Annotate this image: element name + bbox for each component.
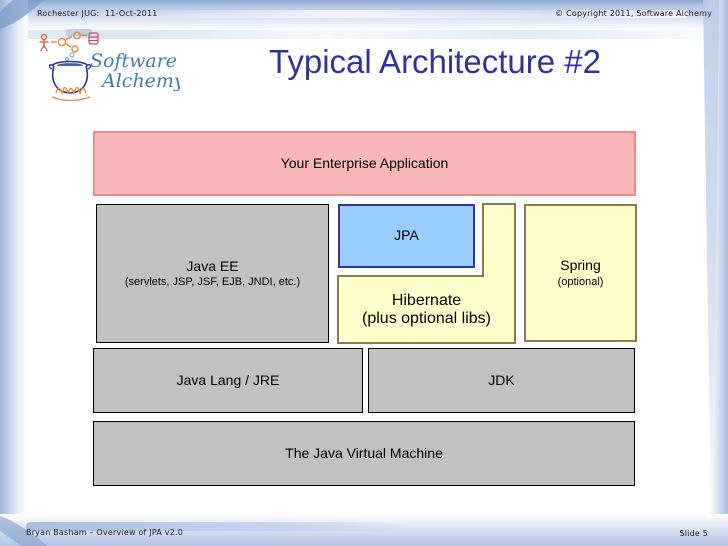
logo-cauldron-icon: [48, 60, 92, 102]
logo-stickfigure-icon: [39, 33, 49, 52]
header-event-date-text: Rochester JUG: 11-Oct-2011: [37, 9, 158, 18]
java-ee-box: Java EE (servlets, JSP, JSF, EJB, JNDI, …: [96, 204, 329, 343]
jpa-box: JPA: [338, 204, 475, 268]
spring-label: Spring: [560, 257, 601, 274]
hibernate-box-outline: [337, 203, 516, 344]
jpa-label: JPA: [394, 227, 419, 244]
hibernate-sublabel: (plus optional libs): [362, 309, 491, 327]
frame-top-highlight: [120, 10, 688, 18]
frame-left-brush: [0, 0, 28, 546]
logo-molecule-icons: [51, 31, 87, 53]
logo-name-line2: Alchemy: [100, 70, 180, 92]
spring-sublabel: (optional): [557, 275, 604, 288]
hibernate-text-block: Hibernate (plus optional libs): [337, 276, 516, 343]
software-alchemy-logo: Software Alchemy: [28, 31, 185, 109]
hibernate-box-shape: [337, 203, 516, 344]
enterprise-application-label: Your Enterprise Application: [280, 154, 449, 171]
jvm-label: The Java Virtual Machine: [285, 444, 443, 461]
enterprise-application-box: Your Enterprise Application: [93, 131, 636, 196]
java-lang-jre-box: Java Lang / JRE: [93, 348, 363, 413]
logo-graphic: Software Alchemy: [39, 31, 185, 102]
logo-flames-icon: [55, 86, 87, 96]
header-copyright-text: © Copyright 2011, Software Alchemy: [555, 9, 712, 18]
logo-database-icon: [88, 32, 99, 45]
java-ee-label: Java EE: [186, 257, 239, 274]
footer-slide-number: Slide 5: [679, 529, 708, 538]
jvm-box: The Java Virtual Machine: [93, 421, 635, 486]
footer-author-text: Bryan Basham – Overview of JPA v2.0: [26, 528, 184, 537]
logo-bubbles-icon: [65, 52, 75, 61]
hibernate-label: Hibernate: [391, 291, 462, 309]
logo-name-line1: Software: [90, 50, 177, 72]
frame-bottom-streak: [26, 522, 416, 531]
java-ee-sublabel: (servlets, JSP, JSF, EJB, JNDI, etc.): [124, 276, 301, 289]
jdk-box: JDK: [368, 348, 635, 413]
slide-title: Typical Architecture #2: [269, 43, 601, 80]
java-lang-jre-label: Java Lang / JRE: [176, 371, 280, 388]
hibernate-box: Hibernate (plus optional libs): [337, 203, 517, 345]
frame-top-wisp: [0, 30, 728, 39]
jdk-label: JDK: [488, 371, 515, 388]
spring-box: Spring (optional): [524, 204, 637, 342]
